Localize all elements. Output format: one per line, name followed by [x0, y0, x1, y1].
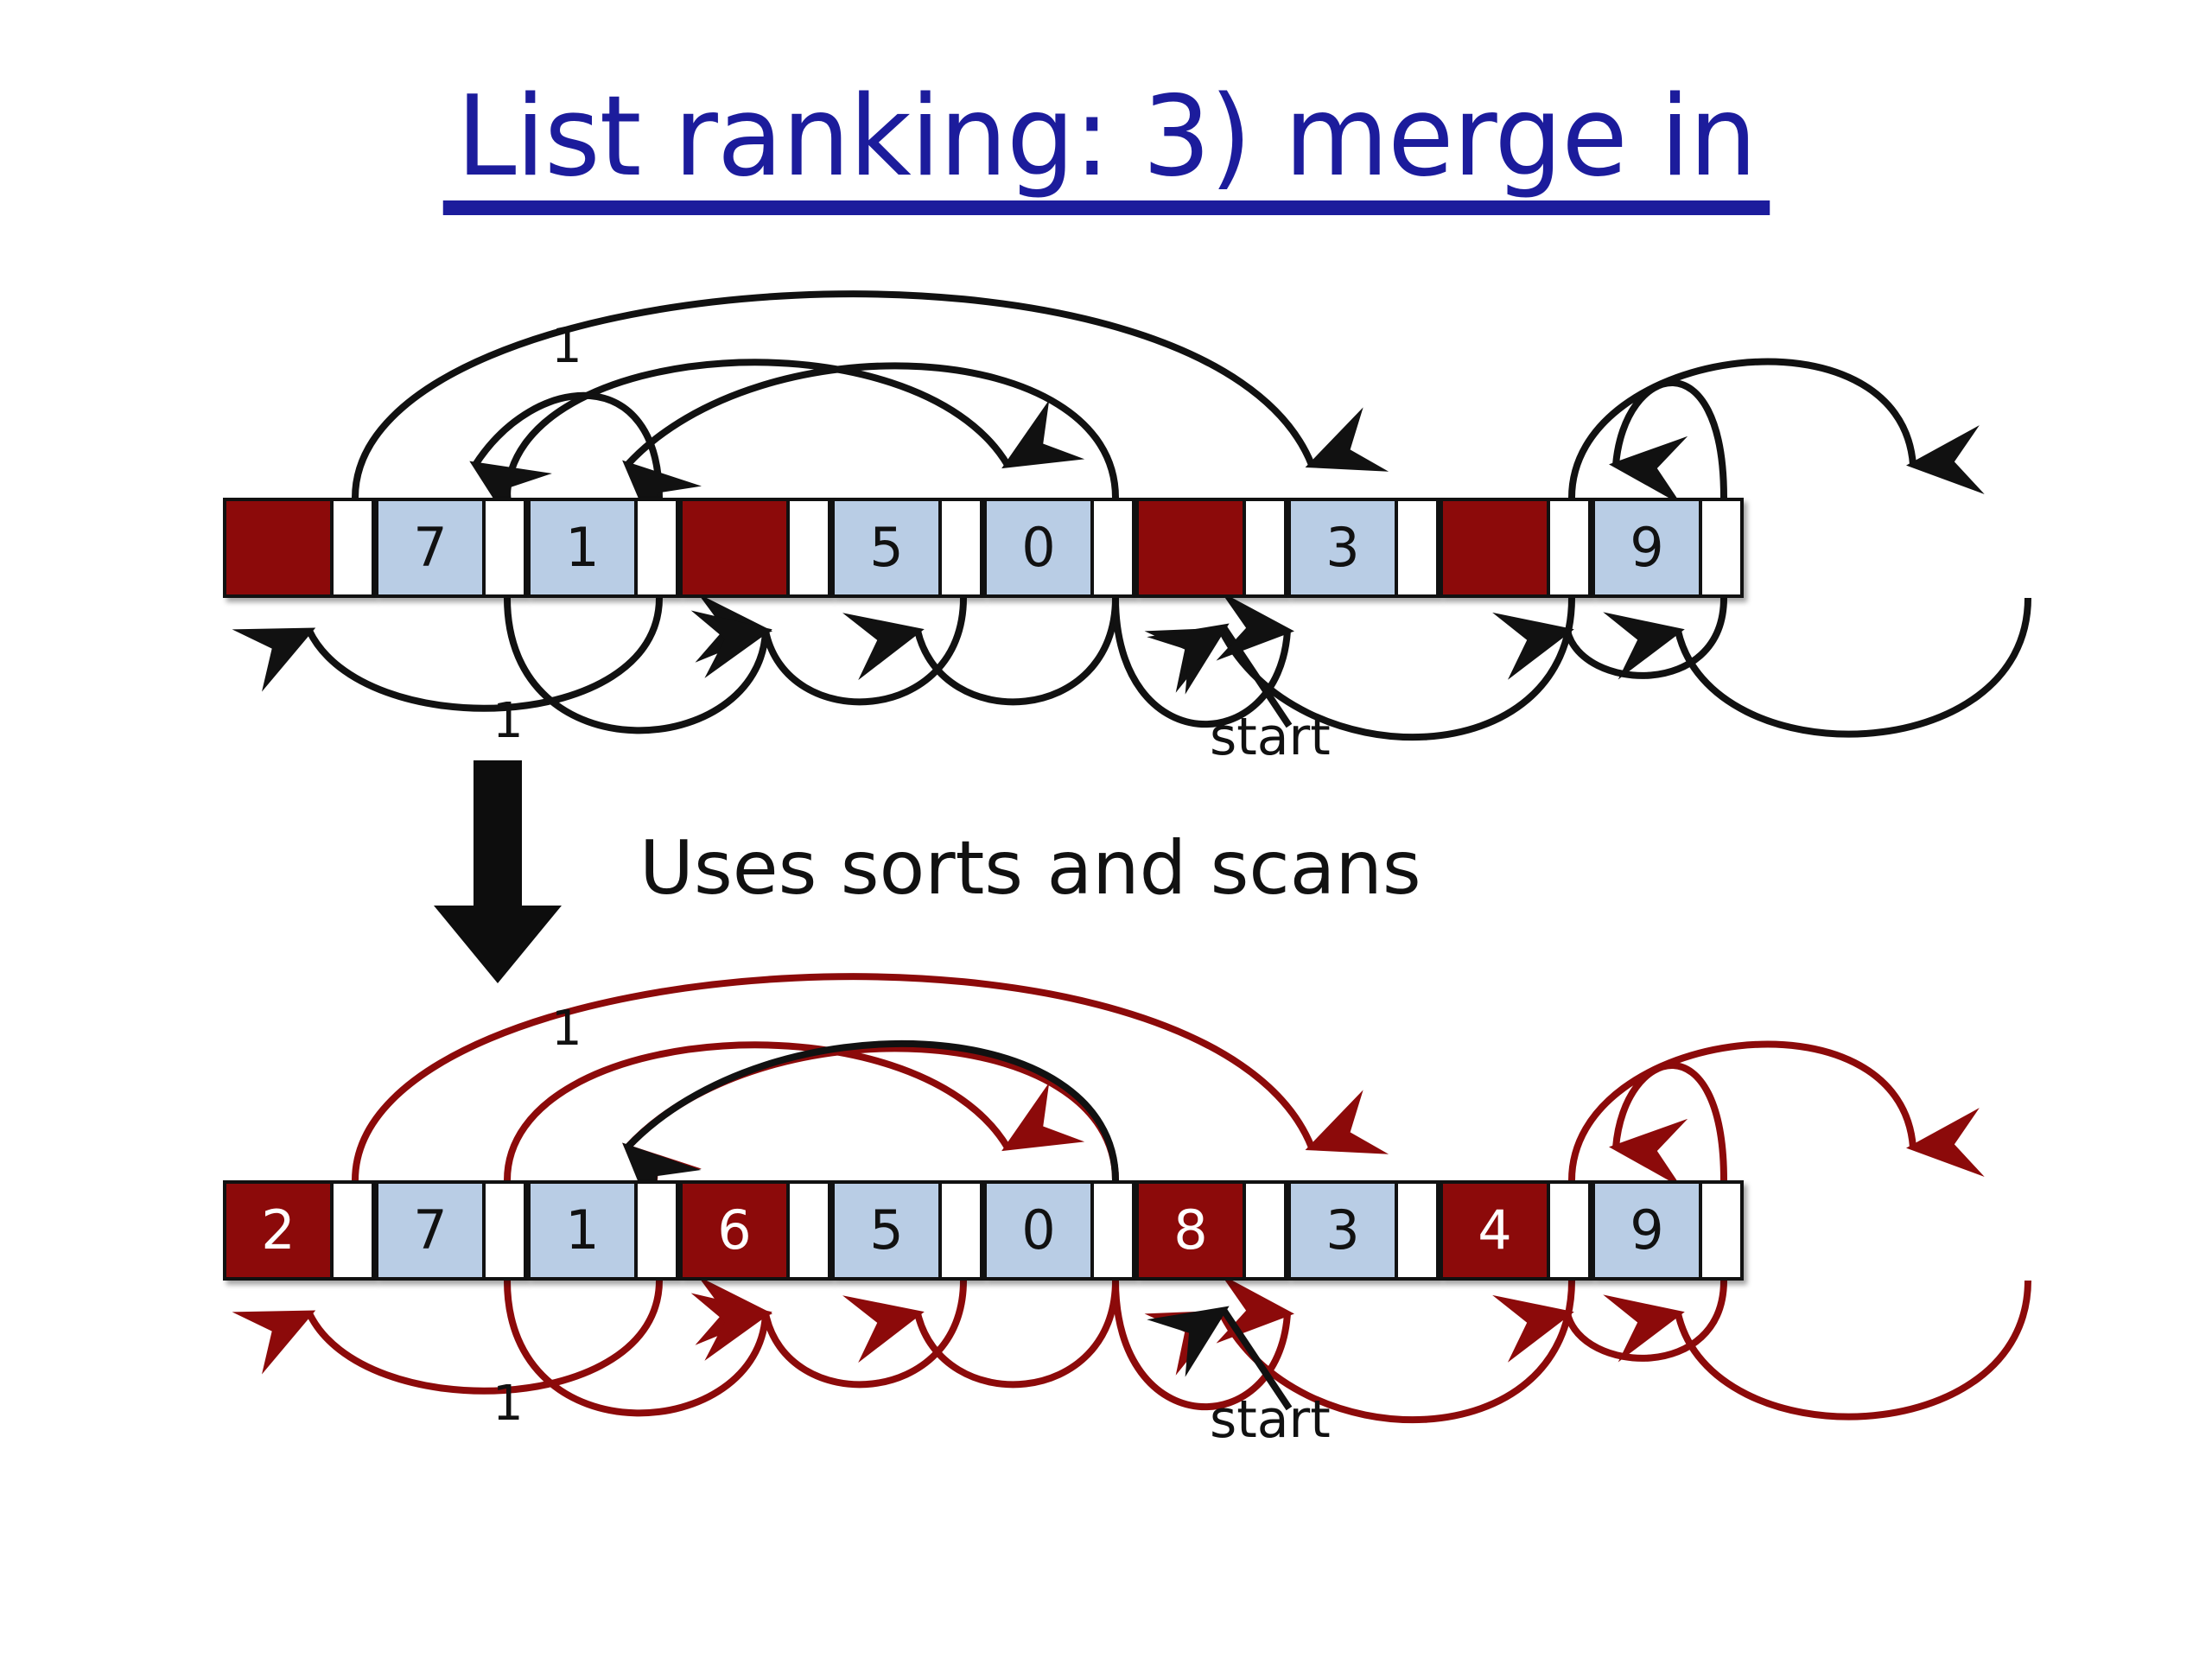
start-label-row-1: start: [1210, 707, 1331, 767]
arc2-above-8-7: [1609, 1062, 1727, 1188]
list-item[interactable]: 8: [1135, 1180, 1287, 1281]
cell-value: 4: [1440, 1180, 1548, 1281]
arc-below-9-8: [1603, 597, 2031, 738]
list-item[interactable]: 3: [1287, 1180, 1440, 1281]
arc-below-4-3: [690, 597, 967, 706]
cell-value: 3: [1287, 1180, 1396, 1281]
list-item[interactable]: 6: [679, 1180, 831, 1281]
cell-pointer: [1700, 498, 1744, 598]
cell-value: [1440, 498, 1548, 598]
arc-below-2-0: [232, 597, 663, 712]
cell-value: 6: [679, 1180, 788, 1281]
cell-pointer: [1244, 498, 1287, 598]
weight-label-top-row-2: 1: [551, 1001, 582, 1057]
middle-caption: Uses sorts and scans: [639, 825, 1421, 912]
cell-value: [1135, 498, 1244, 598]
arc2-above-0-6: [352, 973, 1389, 1181]
cell-pointer: [636, 1180, 679, 1281]
cell-pointer: [940, 498, 983, 598]
cell-value: 1: [527, 498, 636, 598]
cell-value: 9: [1592, 498, 1700, 598]
cell-pointer: [1396, 498, 1440, 598]
list-item[interactable]: 4: [1440, 1180, 1592, 1281]
cell-pointer: [1548, 498, 1592, 598]
cell-pointer: [1092, 498, 1135, 598]
arc-above-5-2: [622, 362, 1119, 537]
cell-value: [223, 498, 332, 598]
list-item[interactable]: [679, 498, 831, 598]
list-item[interactable]: 3: [1287, 498, 1440, 598]
cell-pointer: [1244, 1180, 1287, 1281]
list-item[interactable]: [1135, 498, 1287, 598]
cell-value: 0: [983, 498, 1092, 598]
list-item[interactable]: 5: [831, 498, 983, 598]
arc2-below-5-long: [1112, 1274, 1294, 1411]
cell-value: 5: [831, 1180, 940, 1281]
cell-value: 3: [1287, 498, 1396, 598]
cell-pointer: [484, 1180, 527, 1281]
cell-value: 0: [983, 1180, 1092, 1281]
arc-below-5-4: [842, 597, 1119, 706]
arc2-below-5-4: [842, 1280, 1119, 1389]
cell-value: 2: [223, 1180, 332, 1281]
list-item[interactable]: 7: [375, 1180, 527, 1281]
arc-above-8-7: [1609, 379, 1727, 505]
start-label-row-2: start: [1210, 1389, 1331, 1450]
arc-below-5-long: [1112, 591, 1294, 728]
cell-pointer: [1396, 1180, 1440, 1281]
arc-below-8-7: [1492, 597, 1727, 680]
arc2-below-1-3: [504, 1275, 772, 1417]
thick-down-arrow-icon: [434, 760, 562, 983]
arc2-above-1-4: [504, 1041, 1085, 1181]
cell-value: 7: [375, 1180, 484, 1281]
cell-pointer: [332, 1180, 375, 1281]
cell-pointer: [1548, 1180, 1592, 1281]
page-title: List ranking: 3) merge in: [442, 79, 1770, 216]
arc2-above-5-2: [622, 1045, 1119, 1220]
arc-above-0-6: [352, 290, 1389, 499]
list-item[interactable]: 5: [831, 1180, 983, 1281]
arc-below-1-3: [504, 593, 772, 734]
cell-value: 7: [375, 498, 484, 598]
arc2-above-7-9: [1568, 1040, 1985, 1181]
cell-pointer: [788, 498, 831, 598]
list-item[interactable]: 0: [983, 1180, 1135, 1281]
weight-label-top-row-1: 1: [551, 318, 582, 374]
cell-pointer: [332, 498, 375, 598]
list-item[interactable]: 1: [527, 1180, 679, 1281]
weight-label-bottom-row-1: 1: [493, 693, 524, 749]
arc2-above-5-2-black: [622, 1040, 1119, 1221]
list-item[interactable]: 0: [983, 498, 1135, 598]
arc-above-2-1: [469, 391, 663, 532]
arc2-below-8-7: [1492, 1280, 1727, 1363]
list-row-after: 2 7 1 6 5 0 8 3: [223, 1180, 2124, 1282]
list-item[interactable]: 9: [1592, 498, 1744, 598]
cell-value: 1: [527, 1180, 636, 1281]
cell-pointer: [636, 498, 679, 598]
list-item[interactable]: 1: [527, 498, 679, 598]
cell-value: [679, 498, 788, 598]
arc-above-1-4: [504, 359, 1085, 499]
arc2-below-2-0: [232, 1280, 663, 1395]
cell-pointer: [484, 498, 527, 598]
cell-pointer: [940, 1180, 983, 1281]
list-item[interactable]: 7: [375, 498, 527, 598]
cell-value: 9: [1592, 1180, 1700, 1281]
weight-label-bottom-row-2: 1: [493, 1376, 524, 1432]
arc2-below-9-8: [1603, 1280, 2031, 1421]
list-item[interactable]: 2: [223, 1180, 375, 1281]
cell-value: 8: [1135, 1180, 1244, 1281]
arc-above-7-9: [1568, 358, 1985, 499]
cell-pointer: [1092, 1180, 1135, 1281]
list-item[interactable]: [1440, 498, 1592, 598]
arc2-below-4-3: [690, 1280, 967, 1389]
list-item[interactable]: 9: [1592, 1180, 1744, 1281]
list-item[interactable]: [223, 498, 375, 598]
page-title-wrap: List ranking: 3) merge in: [0, 79, 2212, 216]
list-row-before: 7 1 5 0 3 9: [223, 498, 2124, 600]
cell-pointer: [788, 1180, 831, 1281]
cell-value: 5: [831, 498, 940, 598]
cell-pointer: [1700, 1180, 1744, 1281]
